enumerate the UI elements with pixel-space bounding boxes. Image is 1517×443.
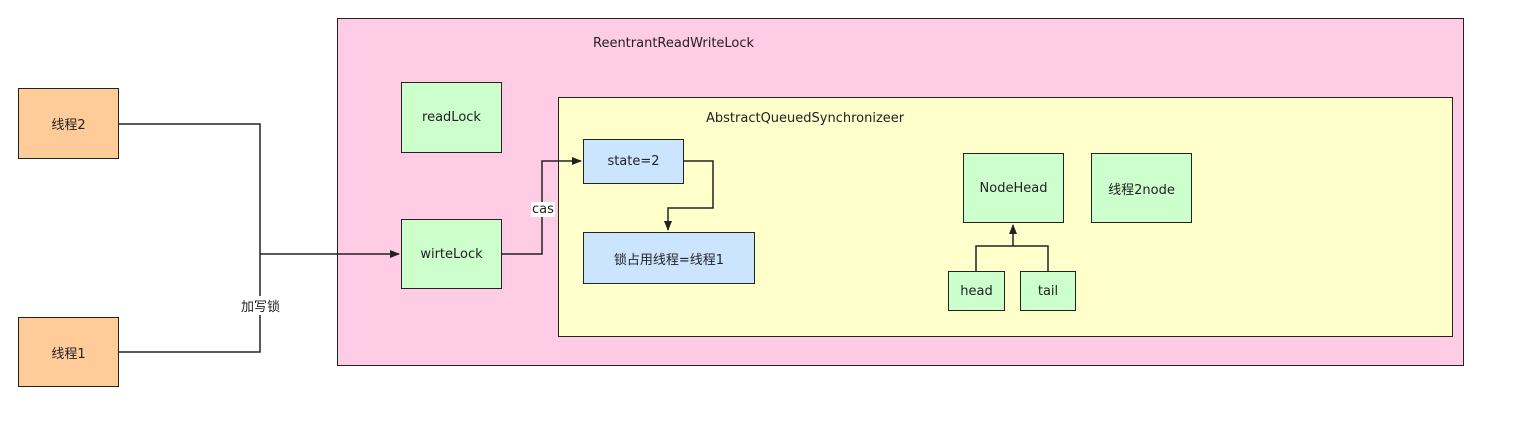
thread1-node[interactable]: 线程1: [18, 317, 119, 387]
thread1-label: 线程1: [51, 346, 86, 362]
thread2-node[interactable]: 线程2: [18, 88, 119, 159]
node-head-label: NodeHead: [979, 180, 1048, 196]
thread2-queue-label: 线程2node: [1108, 182, 1175, 198]
read-lock-label: readLock: [422, 110, 481, 125]
head-to-node-head-edge: [975, 245, 1049, 271]
write-lock-node[interactable]: wirteLock: [401, 219, 502, 289]
read-lock-node[interactable]: readLock: [401, 82, 502, 153]
head-pointer-label: head: [960, 283, 993, 299]
head-pointer-node[interactable]: head: [948, 271, 1005, 311]
write-lock-label: wirteLock: [420, 246, 483, 262]
thread1-to-junction-edge: [119, 254, 261, 353]
tail-pointer-label: tail: [1037, 283, 1059, 299]
state-to-owner-edge: [664, 160, 714, 231]
aqs-title: AbstractQueuedSynchronizeer: [706, 111, 905, 126]
state-node[interactable]: state=2: [583, 139, 684, 184]
cas-edge-label: cas: [531, 202, 555, 217]
tail-pointer-node[interactable]: tail: [1020, 271, 1076, 311]
state-label: state=2: [607, 154, 660, 169]
acquire-write-lock-edge-label: 加写锁: [240, 296, 282, 315]
owner-thread-node[interactable]: 锁占用线程=线程1: [583, 232, 755, 284]
node-head-node[interactable]: NodeHead: [963, 153, 1064, 223]
thread2-queue-node[interactable]: 线程2node: [1091, 153, 1192, 223]
reentrant-read-write-lock-title: ReentrantReadWriteLock: [593, 36, 755, 51]
thread2-to-junction-edge: [119, 123, 261, 254]
owner-thread-label: 锁占用线程=线程1: [613, 252, 725, 268]
thread2-label: 线程2: [51, 118, 86, 133]
